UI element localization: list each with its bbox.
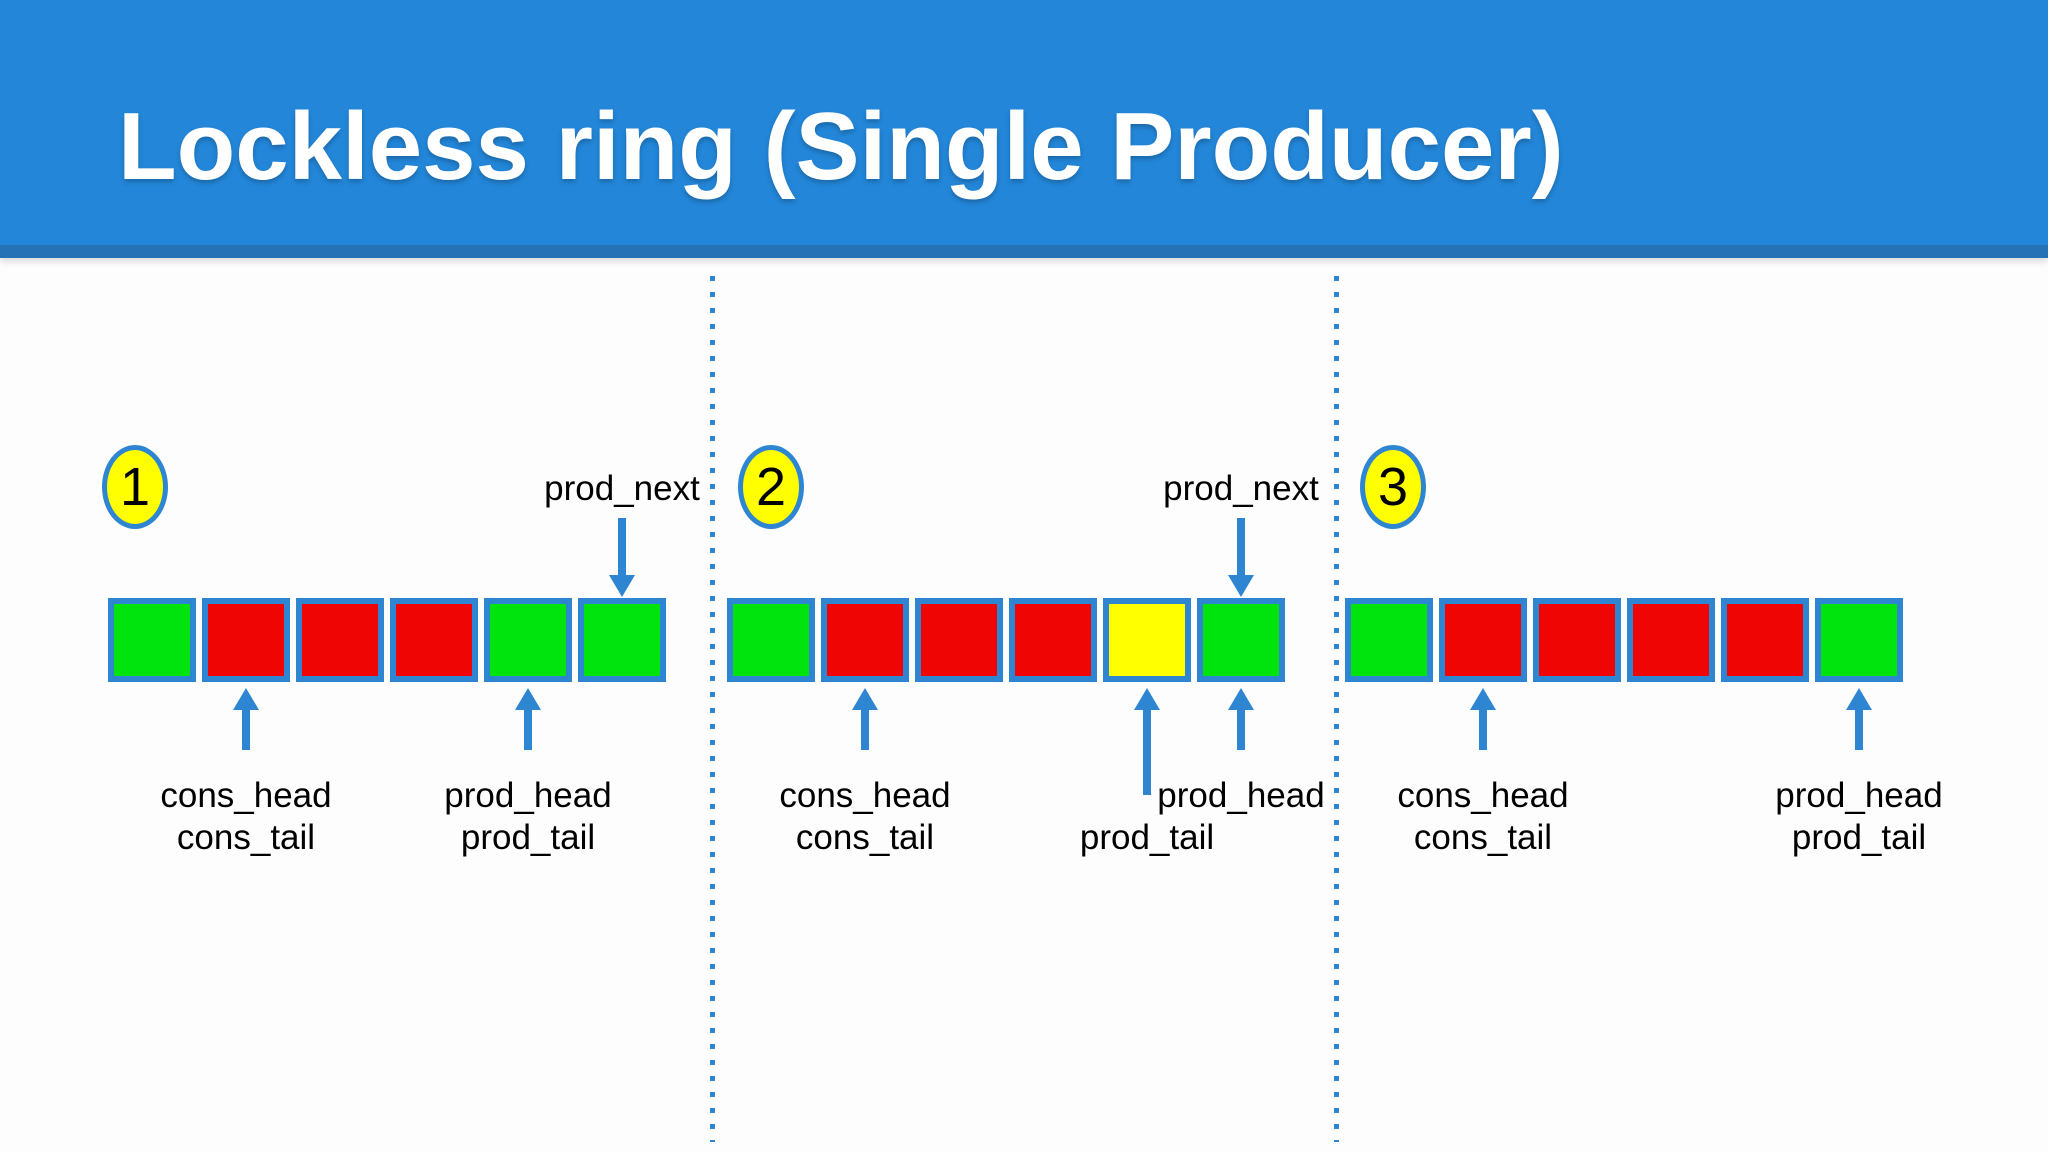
pointer-arrow-shaft (1143, 706, 1151, 795)
ring-cell (1197, 598, 1285, 682)
pointer-arrow-shaft (1855, 706, 1863, 750)
ring-cell (578, 598, 666, 682)
step-circle: 1 (102, 445, 168, 529)
page-title: Lockless ring (Single Producer) (118, 93, 1564, 200)
pointer-label-line: cons_head (160, 776, 332, 815)
panel-divider-2 (1334, 276, 1339, 1142)
pointer-arrow-shaft (861, 706, 869, 750)
ring-cell (1103, 598, 1191, 682)
pointer-arrow-head (233, 688, 259, 710)
pointer-label-line: prod_tail (1791, 818, 1927, 857)
ring-cell (1721, 598, 1809, 682)
pointer-label-line: cons_tail (1413, 818, 1553, 857)
ring-cell (108, 598, 196, 682)
ring-cell (1439, 598, 1527, 682)
prod-next-label: prod_next (544, 469, 700, 508)
prod-next-label: prod_next (1163, 469, 1319, 508)
prod-next-arrow-head (609, 575, 635, 597)
pointer-arrow-head (852, 688, 878, 710)
pointer-arrow-head (1228, 688, 1254, 710)
ring-cell (1345, 598, 1433, 682)
pointer-label-line: prod_tail (460, 818, 596, 857)
pointer-label-line: cons_head (1397, 776, 1569, 815)
pointer-label: prod_tail (997, 817, 1297, 859)
ring-cell (390, 598, 478, 682)
step-circle: 2 (738, 445, 804, 529)
ring-cell (1009, 598, 1097, 682)
pointer-label-line: prod_head (1157, 776, 1325, 815)
ring-cell (727, 598, 815, 682)
pointer-label-line: prod_tail (1079, 818, 1215, 857)
ring-cell (1815, 598, 1903, 682)
ring-cell (1533, 598, 1621, 682)
title-bar (0, 0, 2048, 245)
title-bar-bottom-strip (0, 245, 2048, 258)
ring-cell (296, 598, 384, 682)
prod-next-arrow-head (1228, 575, 1254, 597)
step-number: 3 (1377, 457, 1409, 517)
prod-next-arrow-shaft (1237, 518, 1245, 578)
pointer-arrow-shaft (524, 706, 532, 750)
step-circle: 3 (1360, 445, 1426, 529)
pointer-arrow-head (1470, 688, 1496, 710)
ring-cell (1627, 598, 1715, 682)
step-number: 2 (755, 457, 787, 517)
prod-next-arrow-shaft (618, 518, 626, 578)
pointer-arrow-head (515, 688, 541, 710)
pointer-arrow-shaft (1479, 706, 1487, 750)
pointer-label-line: cons_tail (795, 818, 935, 857)
pointer-label-line: prod_head (444, 776, 612, 815)
ring-cell (821, 598, 909, 682)
pointer-label-line: cons_head (779, 776, 951, 815)
ring-cell (484, 598, 572, 682)
ring-cell (915, 598, 1003, 682)
ring-cell (202, 598, 290, 682)
pointer-label-line: cons_tail (176, 818, 316, 857)
pointer-label-line: prod_head (1775, 776, 1943, 815)
pointer-label: prod_head (1091, 775, 1391, 817)
pointer-arrow-shaft (1237, 706, 1245, 750)
step-number: 1 (119, 457, 151, 517)
pointer-arrow-shaft (242, 706, 250, 750)
pointer-arrow-head (1134, 688, 1160, 710)
panel-divider-1 (710, 276, 715, 1142)
pointer-arrow-head (1846, 688, 1872, 710)
